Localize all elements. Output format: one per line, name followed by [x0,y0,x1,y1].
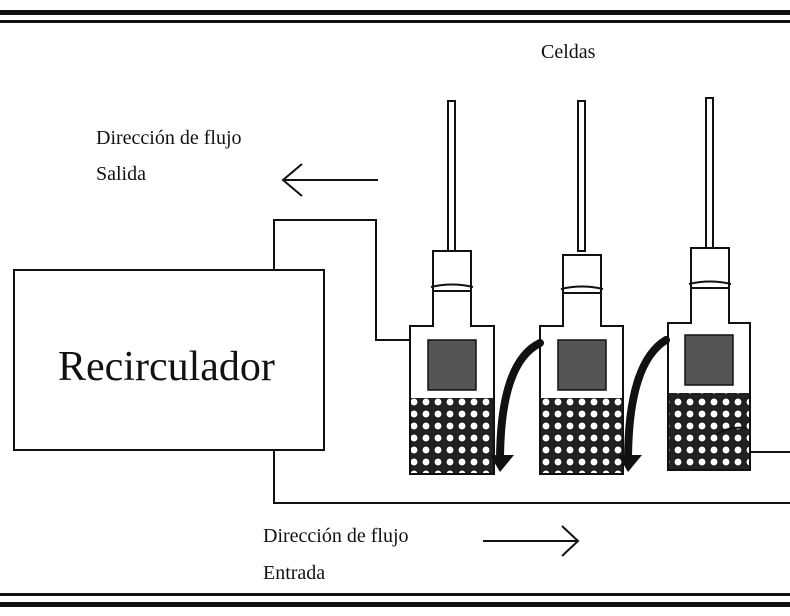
cell-2-sample [557,339,607,391]
cell-3 [667,97,751,471]
cell-3-body [667,288,751,471]
inflow-pipe [273,450,790,504]
recirculator-box [13,269,325,451]
cell-3-seal [688,280,732,285]
cell-2-seal [560,285,604,290]
outflow-arrow [281,163,378,197]
outflow-direction-label: Dirección de flujo [96,127,242,149]
transfer-arrow-1 [490,339,544,472]
transfer-arrow-2 [618,336,670,472]
cell-1 [409,100,495,475]
outflow-exit-label: Salida [96,163,146,185]
inflow-entry-label: Entrada [263,562,326,584]
recirculator-label: Recirculador [58,344,275,390]
top-rule-inner [0,20,790,23]
cell-1-seal [430,283,474,288]
cell-2 [539,100,624,475]
cell-2-beads [541,398,622,473]
cell-3-tube [705,97,714,249]
cell-1-neck [432,250,472,292]
inflow-direction-label: Dirección de flujo [263,525,409,547]
inflow-arrow [483,525,580,557]
cell-1-beads [411,398,493,473]
cell-3-beads [669,393,749,469]
bottom-rule-upper [0,593,790,596]
outflow-pipe [273,219,410,341]
cell-1-tube [447,100,456,252]
cell-1-sample [427,339,477,391]
bottom-rule-lower [0,602,790,607]
cell-1-body [409,291,495,475]
cell-3-neck [690,247,730,289]
cell-2-body [539,293,624,475]
top-rule-outer [0,10,790,15]
cell-2-tube [577,100,586,252]
cell-2-neck [562,254,602,294]
cell-3-sample [684,334,734,386]
cells-label: Celdas [541,41,596,63]
cell-3-flow-mark [716,426,747,435]
